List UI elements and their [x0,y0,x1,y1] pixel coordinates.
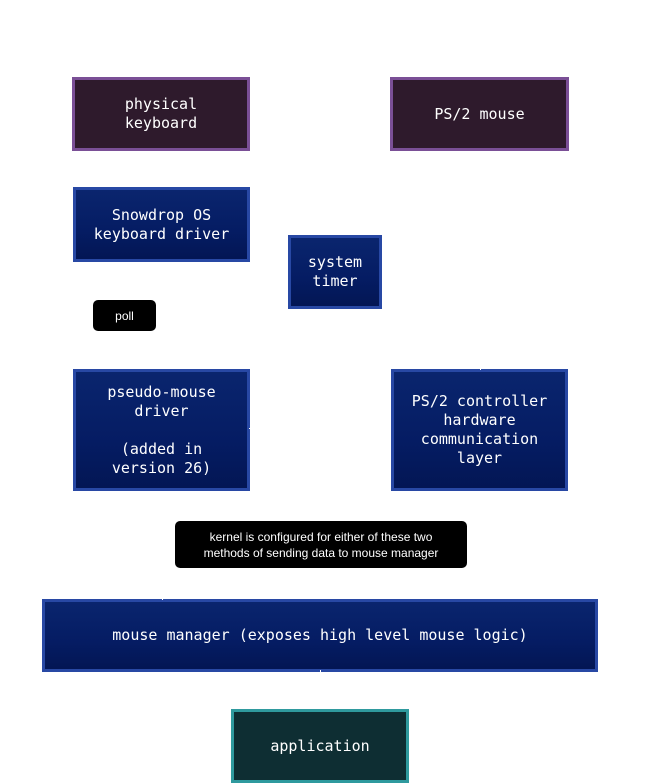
kernel-config-label-text: kernel is configured for either of these… [203,529,439,560]
connector-tick [480,367,481,370]
connector-tick [249,428,251,429]
ps2-mouse-label: PS/2 mouse [434,104,525,123]
kernel-config-label: kernel is configured for either of these… [175,521,467,568]
ps2-controller-label: PS/2 controller hardware communication l… [411,392,548,467]
ps2-controller-node: PS/2 controller hardware communication l… [391,369,568,491]
pseudo-mouse-driver-label: pseudo-mouse driver (added in version 26… [107,382,216,477]
mouse-manager-label: mouse manager (exposes high level mouse … [112,626,528,644]
physical-keyboard-label: physical keyboard [124,95,198,132]
keyboard-driver-label: Snowdrop OS keyboard driver [93,205,230,243]
poll-label: poll [93,300,156,331]
physical-keyboard-node: physical keyboard [72,77,250,151]
connector-tick [162,597,163,600]
poll-label-text: poll [115,308,134,323]
system-timer-node: system timer [288,235,382,309]
connector-tick [320,670,321,673]
mouse-manager-node: mouse manager (exposes high level mouse … [42,599,598,672]
ps2-mouse-node: PS/2 mouse [390,77,569,151]
pseudo-mouse-driver-node: pseudo-mouse driver (added in version 26… [73,369,250,491]
application-node: application [231,709,409,783]
application-label: application [270,736,370,755]
system-timer-label: system timer [307,253,363,290]
keyboard-driver-node: Snowdrop OS keyboard driver [73,187,250,262]
